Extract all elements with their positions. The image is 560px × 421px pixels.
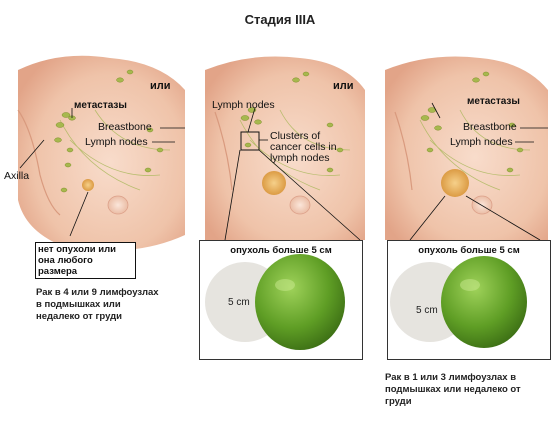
panel3-body [385, 56, 548, 241]
page-title: Стадия IIIA [244, 12, 316, 27]
or-label-1: или [150, 80, 171, 92]
panel1-metastases-label: метастазы [74, 100, 127, 111]
panel3-note-line3: груди [385, 396, 412, 407]
panel3-note-line1: Рак в 1 или 3 лимфоузлах в [385, 372, 517, 383]
panel2-size-label: 5 cm [228, 297, 250, 308]
panel1-lymph-nodes-label: Lymph nodes [85, 136, 148, 148]
panel1-axilla-label: Axilla [4, 170, 30, 182]
panel3-size-label: 5 cm [416, 305, 438, 316]
panel1-note-line3: недалеко от груди [36, 311, 123, 322]
panel3-size-title: опухоль больше 5 см [418, 245, 520, 256]
panel2-clusters-line2: cancer cells in [270, 141, 337, 153]
panel3-metastases-label: метастазы [467, 96, 520, 107]
panel3-breastbone-label: Breastbone [463, 121, 517, 133]
panel2-size-panel: опухоль больше 5 см 5 cm [199, 240, 363, 360]
panel2-body [205, 56, 365, 241]
panel2-clusters-label: Clusters of cancer cells in lymph nodes [270, 131, 337, 164]
panel1-note-line1: Рак в 4 или 9 лимфоузлах [36, 287, 159, 298]
panel3-note-line2: подмышках или недалеко от [385, 384, 521, 395]
panel3-note: Рак в 1 или 3 лимфоузлах в подмышках или… [385, 372, 521, 408]
panel3-size-panel: опухоль больше 5 см 5 cm [387, 240, 551, 360]
panel1-box-line1: нет опухоли или [38, 244, 116, 255]
panel3-size-comparison [390, 256, 527, 348]
panel2-clusters-line3: lymph nodes [270, 152, 330, 164]
panel2-size-comparison [205, 254, 345, 350]
panel1-tumor-size-box: нет опухоли или она любого размера [35, 242, 136, 279]
or-label-2: или [333, 80, 354, 92]
panel1-note-line2: в подмышках или [36, 299, 121, 310]
panel1-note: Рак в 4 или 9 лимфоузлах в подмышках или… [36, 287, 159, 323]
panel2-size-title: опухоль больше 5 см [230, 245, 332, 256]
panel2-lymph-nodes-label: Lymph nodes [212, 99, 275, 111]
leader-lines [19, 102, 548, 237]
panel1-box-line2: она любого размера [38, 255, 93, 277]
panel1-body [17, 55, 185, 251]
panel2-clusters-line1: Clusters of [270, 130, 321, 142]
panel3-lymph-nodes-label: Lymph nodes [450, 136, 513, 148]
panel1-breastbone-label: Breastbone [98, 121, 152, 133]
